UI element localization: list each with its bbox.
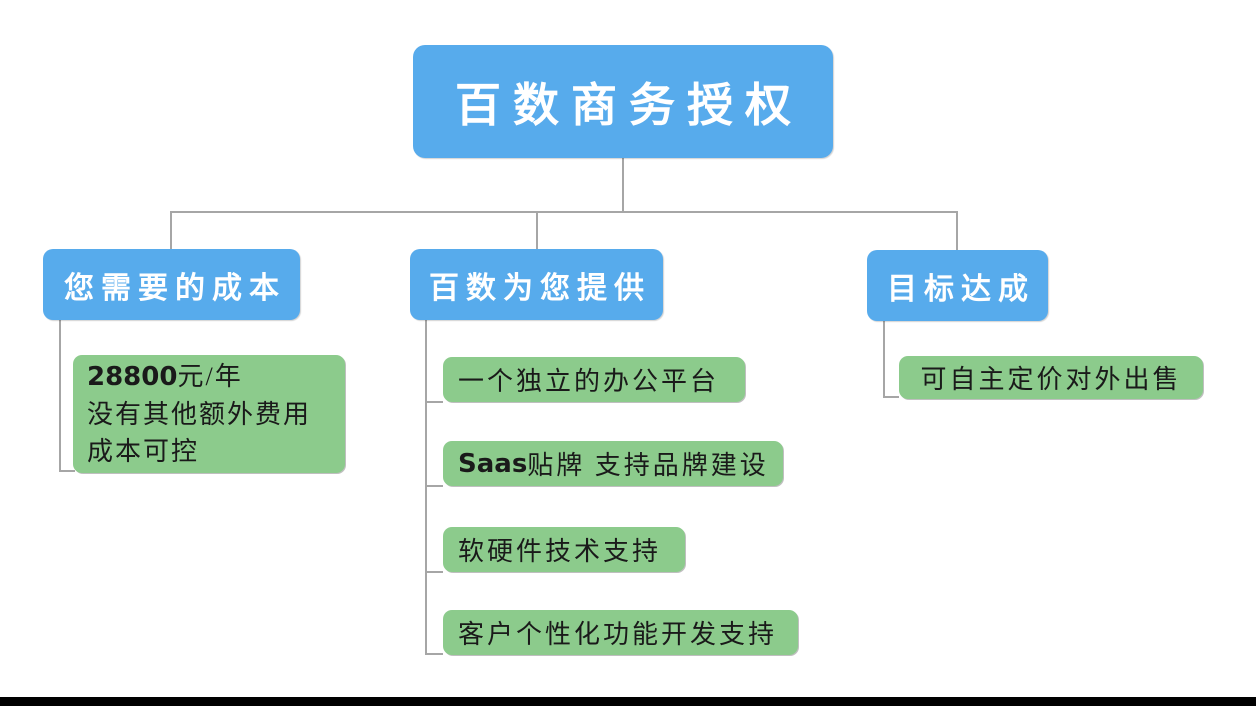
node-goal-label: 目标达成 bbox=[887, 272, 1035, 306]
connector-root-drop bbox=[622, 158, 624, 212]
connector-cost-stub bbox=[59, 470, 75, 472]
cost-price-amount: 28800 bbox=[87, 362, 178, 392]
provide-item-label: 贴牌 支持品牌建设 bbox=[527, 451, 769, 480]
card-cost-detail: 28800元/年 没有其他额外费用 成本可控 bbox=[73, 355, 345, 473]
provide-item: 客户个性化功能开发支持 bbox=[443, 610, 798, 655]
card-goal-detail: 可自主定价对外出售 bbox=[899, 356, 1203, 399]
connector-provide-trunk bbox=[425, 320, 427, 655]
provide-item: 一个独立的办公平台 bbox=[443, 357, 745, 402]
provide-item: 软硬件技术支持 bbox=[443, 527, 685, 572]
connector-cost-trunk bbox=[59, 320, 61, 472]
connector-provide-stub-2 bbox=[425, 485, 443, 487]
node-goal: 目标达成 bbox=[867, 250, 1048, 321]
node-cost-label: 您需要的成本 bbox=[64, 271, 286, 305]
footer-bar bbox=[0, 697, 1256, 706]
provide-item-label: 一个独立的办公平台 bbox=[458, 367, 720, 396]
node-root-label: 百数商务授权 bbox=[455, 79, 803, 131]
connector-drop-cost bbox=[170, 211, 172, 250]
node-provide-label: 百数为您提供 bbox=[429, 271, 651, 305]
node-root: 百数商务授权 bbox=[413, 45, 833, 158]
connector-goal-trunk bbox=[883, 321, 885, 398]
goal-card-label: 可自主定价对外出售 bbox=[920, 365, 1182, 394]
connector-drop-provide bbox=[536, 211, 538, 250]
cost-note-line: 没有其他额外费用 bbox=[87, 400, 312, 429]
node-provide: 百数为您提供 bbox=[410, 249, 663, 320]
connector-provide-stub-3 bbox=[425, 571, 443, 573]
connector-provide-stub-4 bbox=[425, 653, 443, 655]
connector-drop-goal bbox=[956, 211, 958, 251]
connector-goal-stub bbox=[883, 396, 899, 398]
cost-price-line: 28800元/年 bbox=[87, 358, 243, 396]
connector-level2-rail bbox=[170, 211, 958, 213]
node-cost: 您需要的成本 bbox=[43, 249, 300, 320]
cost-price-unit: 元/年 bbox=[177, 362, 243, 391]
provide-item-label: 软硬件技术支持 bbox=[458, 537, 662, 566]
connector-provide-stub-1 bbox=[425, 401, 443, 403]
provide-item-label: 客户个性化功能开发支持 bbox=[458, 620, 778, 649]
cost-control-line: 成本可控 bbox=[87, 437, 200, 466]
provide-item-bold: Saas bbox=[458, 448, 528, 479]
